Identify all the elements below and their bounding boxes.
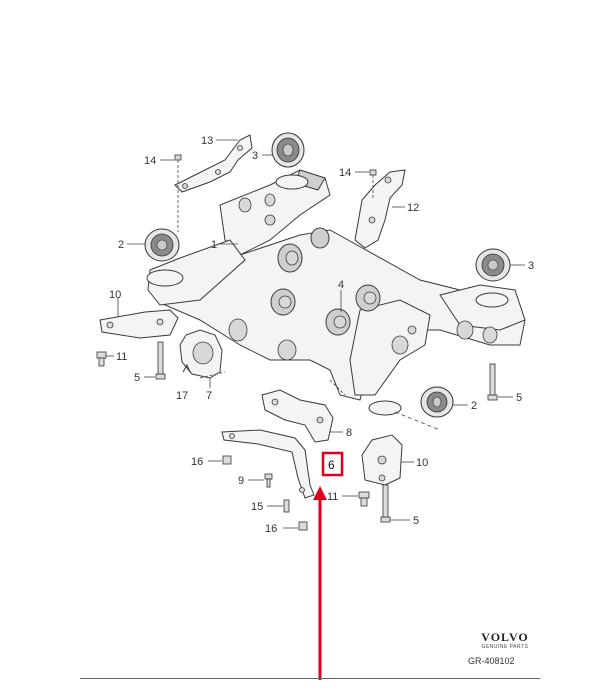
bolt-part-11-left [96, 351, 107, 367]
callout-17: 17 [176, 390, 188, 402]
bushing-part-2-front [420, 386, 454, 418]
leader-lines [106, 139, 525, 529]
callout-5-right: 5 [516, 392, 522, 404]
callout-1: 1 [211, 239, 217, 251]
volvo-logo: VOLVO GENUINE PARTS [470, 630, 540, 650]
bolt-part-14-right [369, 169, 377, 198]
callout-6: 6 [328, 458, 335, 472]
bushing-part-3-right [475, 248, 511, 282]
callout-14-left: 14 [144, 155, 156, 167]
bolt-part-5-left [155, 341, 166, 380]
callout-11-right: 11 [327, 491, 338, 503]
bolt-part-16-lower [298, 521, 308, 531]
plate-part-7 [179, 329, 223, 379]
bolt-part-14-left [174, 154, 182, 232]
bolt-part-9 [264, 473, 273, 488]
callout-15: 15 [251, 501, 263, 513]
callout-5-left: 5 [134, 372, 140, 384]
bolt-part-5-right [487, 363, 498, 401]
callout-16-lower: 16 [265, 523, 277, 535]
bolt-part-15 [283, 499, 290, 513]
callout-9: 9 [238, 475, 244, 487]
bolt-part-5-bottom [380, 484, 391, 523]
red-pointer-arrow [313, 486, 327, 680]
bracket-part-10-right [361, 434, 403, 486]
callout-10-left: 10 [109, 289, 121, 301]
bushing-part-2-left [144, 228, 180, 262]
callout-labels: 13 14 3 14 12 1 2 3 10 4 11 5 17 7 5 2 8… [109, 135, 534, 535]
bracket-part-13 [174, 134, 253, 193]
subframe-part-1 [146, 169, 526, 416]
callout-16-upper: 16 [191, 456, 203, 468]
callout-10-right: 10 [416, 457, 428, 469]
bracket-part-8 [261, 389, 334, 443]
bracket-part-12 [354, 169, 406, 249]
footer-rule [80, 678, 540, 679]
callout-5-bottom: 5 [413, 515, 419, 527]
callout-3-right: 3 [528, 260, 534, 272]
bracket-part-6 [221, 429, 315, 499]
brand-name: VOLVO [481, 630, 529, 644]
reference-number: GR-408102 [468, 656, 515, 666]
callout-4: 4 [338, 279, 344, 291]
highlighted-callout-6: 6 [321, 451, 344, 477]
bracket-part-10-left [99, 309, 179, 339]
callout-2-left: 2 [118, 239, 124, 251]
clip-part-17 [182, 363, 191, 373]
bolt-part-16-upper [222, 455, 232, 465]
callout-13: 13 [201, 135, 213, 147]
bolt-part-11-right [358, 491, 370, 507]
callout-8: 8 [346, 427, 352, 439]
brand-tagline: GENUINE PARTS [481, 644, 529, 650]
callout-12: 12 [407, 202, 419, 214]
callout-2-front: 2 [471, 400, 477, 412]
callout-7: 7 [206, 390, 212, 402]
bushing-part-3-top [271, 132, 305, 168]
callout-14-right: 14 [339, 167, 351, 179]
callout-11-left: 11 [116, 351, 127, 363]
callout-3-top: 3 [252, 150, 258, 162]
